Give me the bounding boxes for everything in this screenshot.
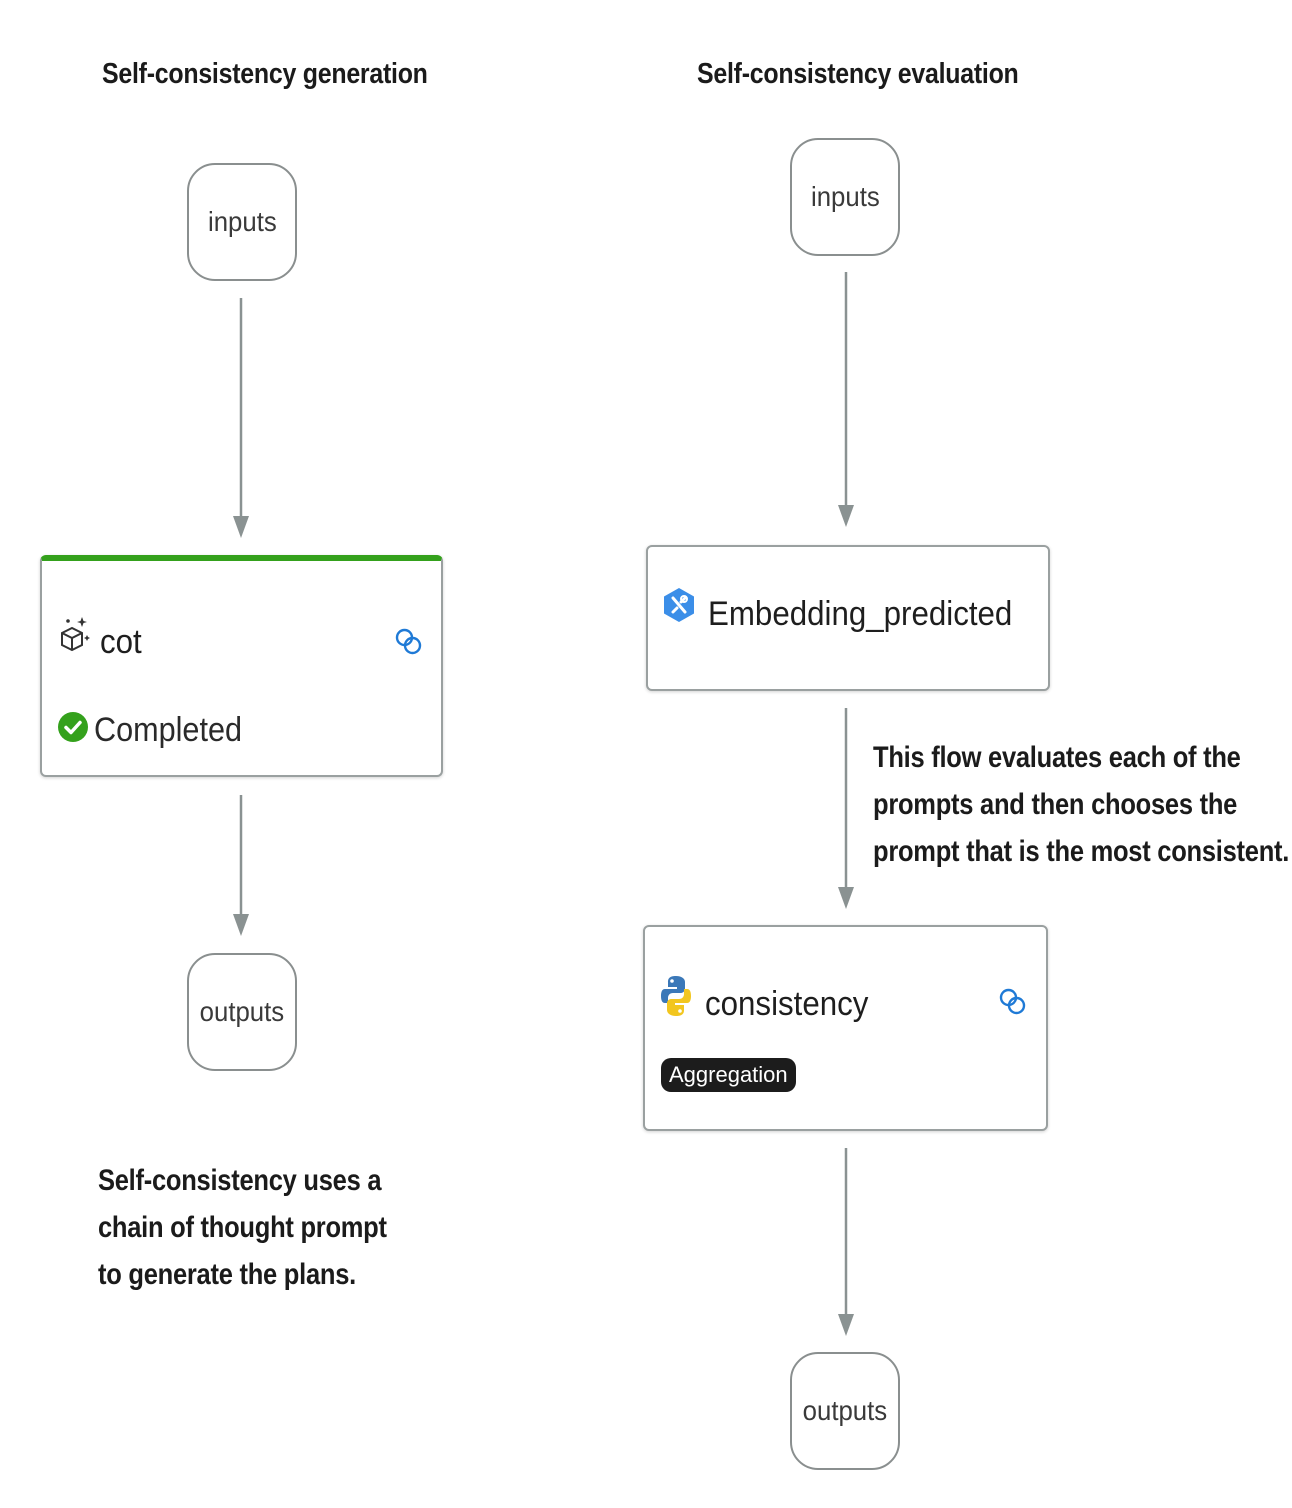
left-caption: Self-consistency uses a chain of thought… xyxy=(98,1157,387,1298)
python-icon xyxy=(661,975,691,1022)
embedding-node-title: Embedding_predicted xyxy=(708,595,1013,633)
left-caption-line: Self-consistency uses a xyxy=(98,1164,382,1197)
left-caption-line: to generate the plans. xyxy=(98,1258,356,1291)
aggregation-badge: Aggregation xyxy=(661,1058,796,1092)
consistency-node[interactable]: consistency Aggregation xyxy=(643,925,1048,1131)
left-flow-heading: Self-consistency generation xyxy=(102,58,428,90)
left-inputs-node[interactable]: inputs xyxy=(187,163,297,281)
consistency-node-title: consistency xyxy=(705,985,869,1023)
right-annotation-line: This flow evaluates each of the xyxy=(873,741,1241,774)
left-outputs-label: outputs xyxy=(199,996,285,1027)
link-icon[interactable] xyxy=(394,627,424,662)
right-outputs-label: outputs xyxy=(802,1395,888,1426)
cot-node-title: cot xyxy=(100,623,142,661)
embedding-predicted-node[interactable]: Embedding_predicted xyxy=(646,545,1050,691)
cot-status-text: Completed xyxy=(94,711,242,749)
right-annotation-line: prompts and then chooses the xyxy=(873,788,1238,821)
tool-hexagon-icon xyxy=(662,587,696,628)
left-inputs-label: inputs xyxy=(207,206,277,237)
check-circle-icon xyxy=(57,711,89,748)
cot-node[interactable]: cot Completed xyxy=(40,555,443,777)
link-icon[interactable] xyxy=(998,987,1028,1022)
prompt-sparkle-icon xyxy=(58,613,90,658)
right-annotation-line: prompt that is the most consistent. xyxy=(873,835,1290,868)
right-inputs-label: inputs xyxy=(810,181,880,212)
right-inputs-node[interactable]: inputs xyxy=(790,138,900,256)
right-flow-heading: Self-consistency evaluation xyxy=(697,58,1019,90)
left-outputs-node[interactable]: outputs xyxy=(187,953,297,1071)
left-caption-line: chain of thought prompt xyxy=(98,1211,387,1244)
right-annotation: This flow evaluates each of the prompts … xyxy=(873,734,1289,875)
right-outputs-node[interactable]: outputs xyxy=(790,1352,900,1470)
